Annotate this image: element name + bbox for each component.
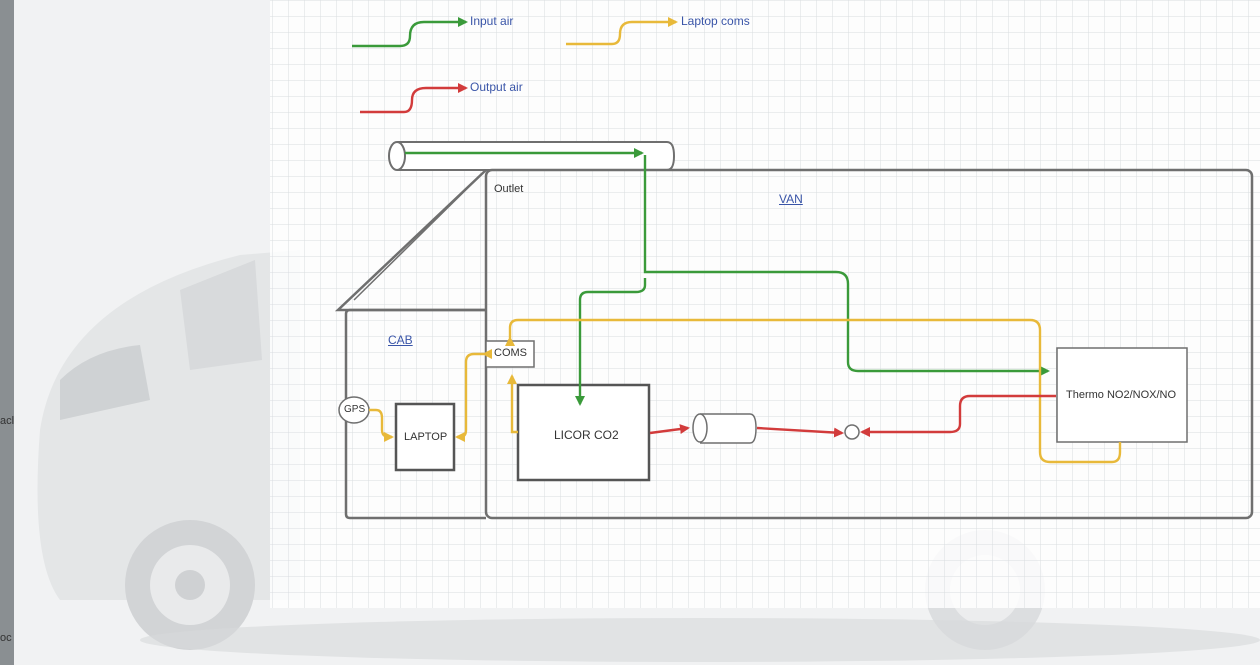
junction-node xyxy=(845,425,859,439)
van-label: VAN xyxy=(779,192,803,206)
outlet-label: Outlet xyxy=(494,183,523,195)
backdrop-text-fragment: acl xyxy=(0,415,14,427)
licor-label: LICOR CO2 xyxy=(554,428,619,442)
coms-label: COMS xyxy=(494,347,527,359)
backdrop-text-fragment: oc xyxy=(0,632,12,644)
thermo-label: Thermo NO2/NOX/NO xyxy=(1066,389,1176,401)
cab-label: CAB xyxy=(388,333,413,347)
gps-label: GPS xyxy=(344,404,365,415)
legend-output-air-label: Output air xyxy=(470,80,523,94)
legend-input-air-label: Input air xyxy=(470,14,513,28)
intake-tube xyxy=(397,142,674,170)
legend-laptop-coms-label: Laptop coms xyxy=(681,14,750,28)
filter-cylinder xyxy=(700,414,756,443)
laptop-label: LAPTOP xyxy=(404,431,447,443)
